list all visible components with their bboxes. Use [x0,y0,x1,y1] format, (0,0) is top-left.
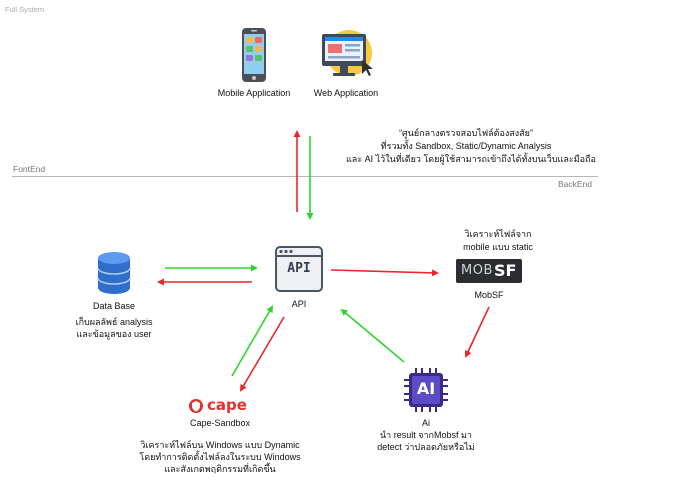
arrow-mobsf-to-ai [464,306,490,358]
api-label: API [291,299,307,309]
database-desc2: และข้อมูลของ user [76,329,152,339]
mobsf-desc2: mobile แบบ static [463,242,533,252]
mobsf-desc1: วิเคราะห์ไฟล์จาก [464,229,532,239]
mobile-app-label: Mobile Application [217,88,291,98]
cape-desc2: โดยทำการติดตั้งไฟล์ลงในระบบ Windows [139,452,301,462]
cape-label: Cape-Sandbox [189,418,251,428]
center-note-line1: “ศูนย์กลางตรวจสอบไฟล์ต้องสงสัย” [399,128,533,138]
cape-desc3: และสังเกตพฤติกรรมที่เกิดขึ้น [164,464,276,474]
cape-desc1: วิเคราะห์ไฟล์บน Windows แบบ Dynamic [140,440,300,450]
ai-desc2: detect ว่าปลอดภัยหรือไม่ [377,442,475,452]
mobsf-label: MobSF [474,290,504,300]
ai-chip-icon: AI [404,368,448,412]
mobsf-logo-prefix: MOB [461,263,493,278]
api-window-icon: API [275,246,323,292]
database-label: Data Base [92,301,136,311]
api-icon-text: API [287,261,311,276]
arrow-api-to-cape [239,316,285,392]
database-icon [96,251,132,295]
database-desc1: เก็บผลลัพธ์ analysis [75,317,153,327]
cape-logo-text: cape [207,396,247,414]
arrow-ai-to-api [340,308,405,363]
backend-label: BackEnd [558,179,593,189]
browser-monitor-icon [318,28,376,82]
ai-chip-text: AI [416,379,436,398]
web-app-label: Web Application [313,88,379,98]
diagram-title: Full System [5,5,45,14]
region-divider [12,176,598,177]
cape-shield-icon [189,399,203,413]
arrow-api-to-mobsf [330,269,439,277]
center-note-line2: ที่รวมทั้ง Sandbox, Static/Dynamic Analy… [380,141,552,151]
frontend-label: FontEnd [13,164,46,174]
ai-desc1: นำ result จากMobsf มา [380,430,472,440]
mobsf-logo: MOB SF [456,259,522,283]
mobsf-logo-suffix: SF [494,261,517,280]
smartphone-icon [238,27,270,83]
cape-logo: cape [188,396,258,418]
arrow-cape-to-api [231,305,274,377]
ai-label: Ai [421,418,430,428]
center-note-line3: และ AI ไว้ในที่เดียว โดยผู้ใช้สามารถเข้า… [346,154,596,164]
